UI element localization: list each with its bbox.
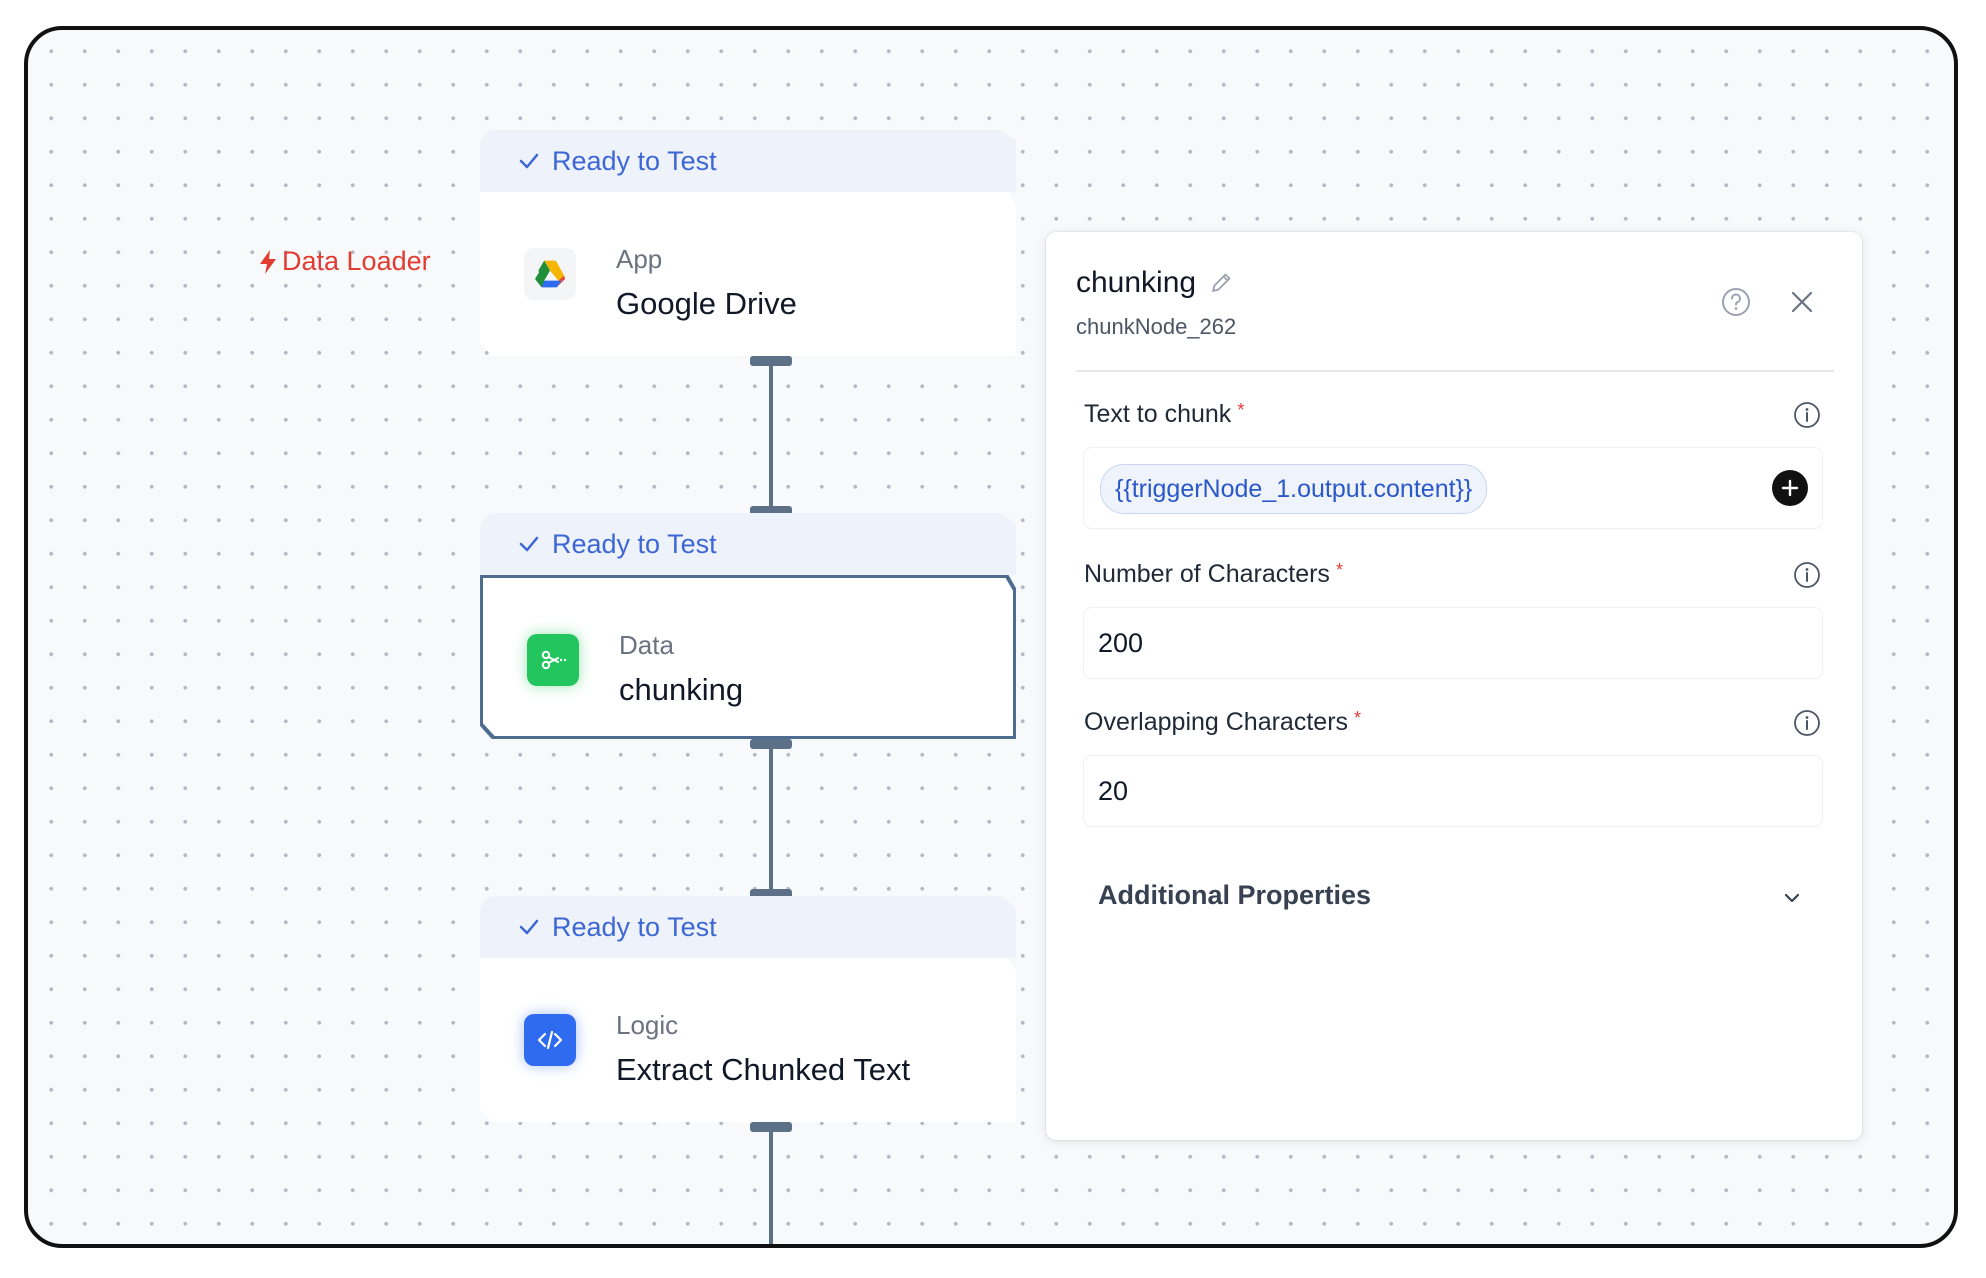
info-icon[interactable]: [1792, 560, 1822, 590]
text-to-chunk-input[interactable]: {{triggerNode_1.output.content}}: [1084, 448, 1822, 528]
connector-handle[interactable]: [750, 506, 792, 516]
required-mark: *: [1354, 708, 1362, 728]
trigger-label-text: Data Loader: [282, 246, 431, 276]
scissors-icon: [527, 634, 579, 686]
panel-node-id: chunkNode_262: [1076, 314, 1237, 339]
close-icon[interactable]: [1786, 286, 1818, 318]
node-status: Ready to Test: [480, 896, 1016, 958]
node-status: Ready to Test: [480, 513, 1016, 575]
node-status: Ready to Test: [480, 130, 1016, 192]
panel-title-text: chunking: [1076, 266, 1197, 299]
node-kind: Data: [619, 630, 674, 660]
node-kind: App: [616, 244, 663, 274]
overlapping-characters-label: Overlapping Characters*: [1084, 708, 1361, 737]
number-of-characters-label-text: Number of Characters: [1084, 560, 1330, 588]
plus-icon: [1781, 479, 1799, 497]
workflow-canvas[interactable]: Data Loader Ready to Test: [24, 26, 1958, 1248]
trigger-label: Data Loader: [258, 246, 431, 277]
connector-line: [769, 1130, 773, 1244]
help-icon[interactable]: [1720, 286, 1752, 318]
required-mark: *: [1237, 400, 1245, 420]
chevron-down-icon[interactable]: [1778, 884, 1806, 912]
number-of-characters-input[interactable]: 200: [1084, 608, 1822, 678]
node-name: Google Drive: [616, 286, 797, 321]
node-name: Extract Chunked Text: [616, 1052, 911, 1087]
check-icon: [519, 536, 539, 552]
node-status-text: Ready to Test: [552, 911, 717, 942]
workflow-node-chunking[interactable]: Ready to Test Data chunking: [480, 513, 1016, 739]
node-card-selected[interactable]: Data chunking: [480, 575, 1016, 739]
text-to-chunk-label-text: Text to chunk: [1084, 400, 1232, 428]
connector-line: [769, 747, 773, 897]
workflow-node-extract-chunked-text[interactable]: Ready to Test Logic Extract Chunked Text: [480, 896, 1016, 1122]
overlapping-characters-value: 20: [1098, 776, 1129, 806]
code-icon: [524, 1014, 576, 1066]
connector-handle[interactable]: [750, 739, 792, 749]
node-kind: Logic: [616, 1010, 679, 1040]
node-name: chunking: [619, 672, 744, 707]
node-properties-panel: chunking chunkNode_262 Text to chunk* {{…: [1046, 232, 1862, 1140]
node-card[interactable]: Logic Extract Chunked Text: [480, 958, 1016, 1122]
text-to-chunk-label: Text to chunk*: [1084, 400, 1244, 429]
overlapping-characters-input[interactable]: 20: [1084, 756, 1822, 826]
check-icon: [519, 153, 539, 169]
panel-divider: [1076, 370, 1834, 372]
panel-title: chunking: [1076, 266, 1234, 300]
info-icon[interactable]: [1792, 708, 1822, 738]
number-of-characters-label: Number of Characters*: [1084, 560, 1343, 589]
required-mark: *: [1335, 560, 1343, 580]
lightning-icon: [260, 249, 276, 274]
connector-handle[interactable]: [750, 1122, 792, 1132]
number-of-characters-value: 200: [1098, 628, 1144, 658]
info-icon[interactable]: [1792, 400, 1822, 430]
workflow-node-google-drive[interactable]: Ready to Test App Google Drive: [480, 130, 1016, 356]
connector-line: [769, 364, 773, 514]
google-drive-icon: [524, 248, 576, 300]
overlapping-characters-label-text: Overlapping Characters: [1084, 708, 1349, 736]
edit-pencil-icon[interactable]: [1208, 270, 1234, 296]
node-status-text: Ready to Test: [552, 145, 717, 176]
node-status-text: Ready to Test: [552, 528, 717, 559]
node-card[interactable]: App Google Drive: [480, 192, 1016, 356]
additional-properties-toggle[interactable]: Additional Properties: [1098, 880, 1372, 910]
check-icon: [519, 919, 539, 935]
variable-chip[interactable]: {{triggerNode_1.output.content}}: [1100, 464, 1488, 514]
connector-handle[interactable]: [750, 889, 792, 899]
connector-handle[interactable]: [750, 356, 792, 366]
add-variable-button[interactable]: [1772, 470, 1808, 506]
